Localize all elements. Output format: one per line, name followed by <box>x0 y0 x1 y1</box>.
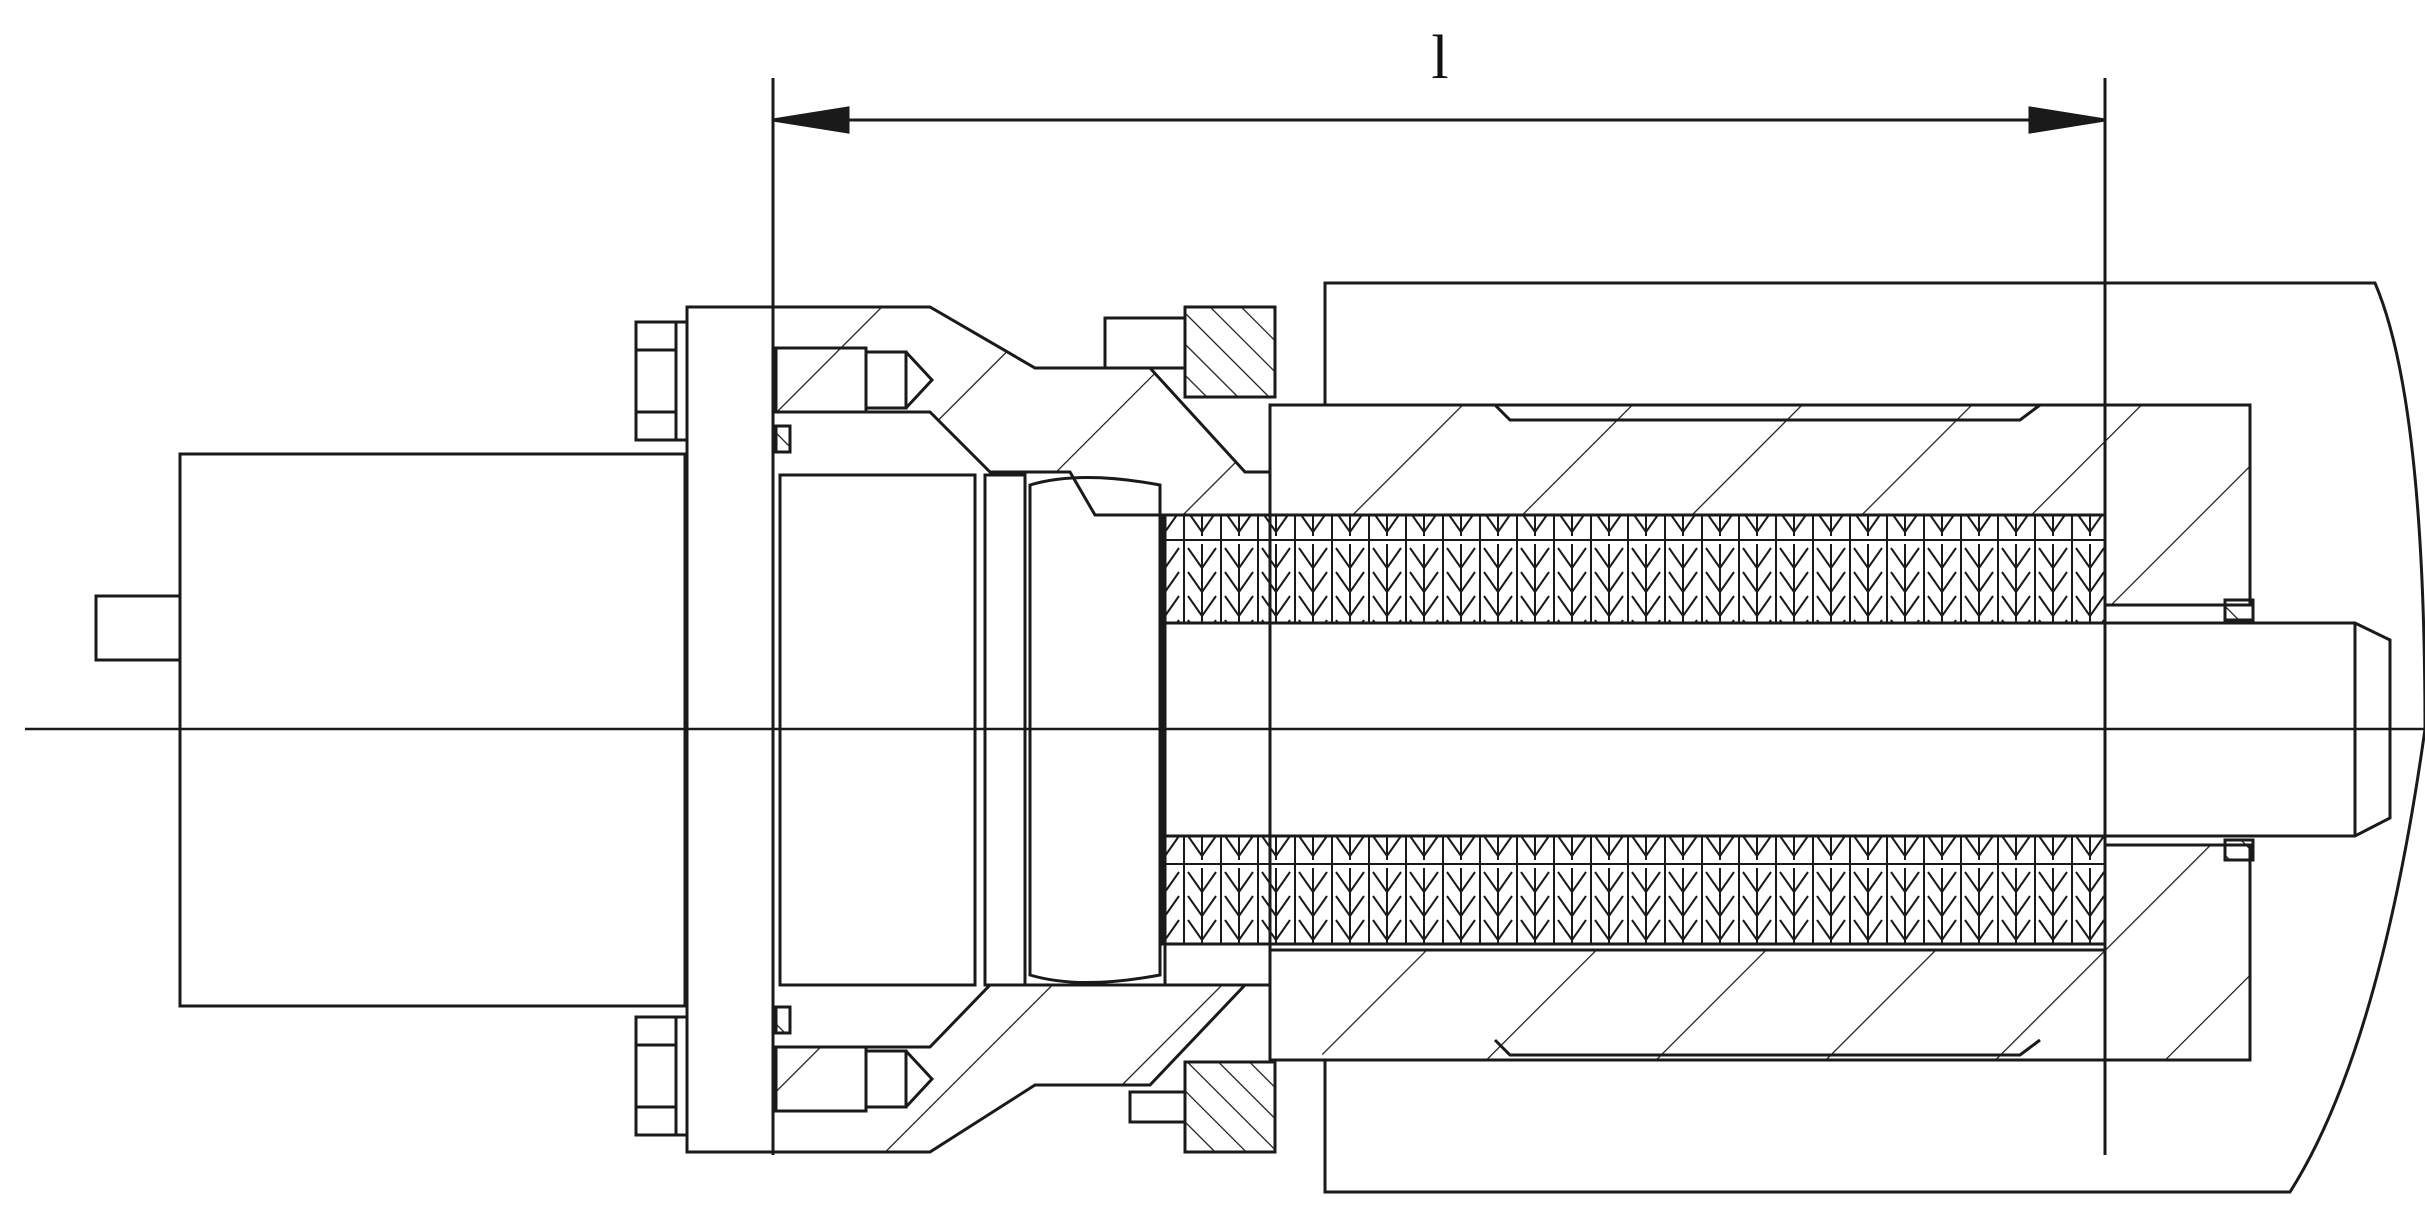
ring-retainer-top <box>1103 316 1187 370</box>
end-cap-lower <box>1270 843 2252 1062</box>
motor-shaft-stub <box>94 594 182 662</box>
coupling-hub <box>778 473 1272 987</box>
arrowhead-left <box>772 106 850 134</box>
dimension-label: l <box>1431 24 1448 92</box>
cylinder-barrel-upper <box>1268 281 2425 730</box>
groove-top <box>1493 403 2041 422</box>
groove-bottom <box>1493 1038 2041 1057</box>
mounting-flange <box>685 305 775 1154</box>
rod-seal-top <box>2223 598 2255 622</box>
rod-seal-bottom <box>2223 838 2255 862</box>
motor-housing <box>94 452 687 1008</box>
cylinder-barrel-lower <box>1268 728 2425 1194</box>
disc-spring-stack-lower <box>1161 834 2107 946</box>
flange-bolt-bottom <box>634 1015 689 1137</box>
ring-retainer-bottom <box>1128 1090 1187 1124</box>
o-ring-top <box>774 424 792 454</box>
arrowhead-right <box>2028 106 2106 134</box>
guide-ring-bottom <box>1183 1060 1277 1154</box>
disc-spring-stack-upper <box>1161 513 2107 625</box>
guide-ring-top <box>1183 305 1277 399</box>
o-ring-bottom <box>774 1005 792 1035</box>
flange-bolt-top <box>634 320 689 442</box>
